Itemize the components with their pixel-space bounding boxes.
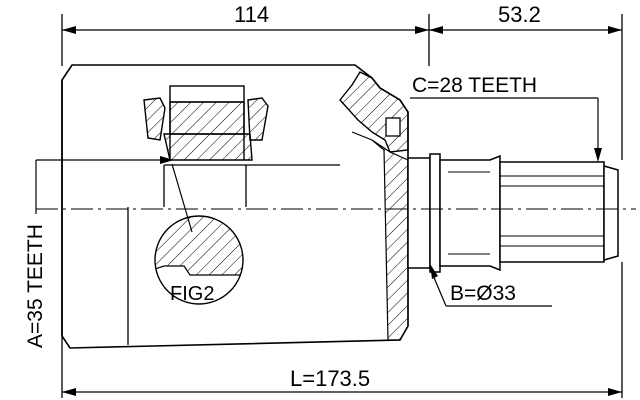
stub-shaft	[407, 153, 619, 273]
outer-teeth-label: C=28 TEETH	[412, 74, 537, 97]
fig2-detail	[154, 215, 244, 305]
dimension-total-length	[61, 262, 623, 398]
housing-bore	[127, 164, 340, 345]
housing-wall-section-lower	[351, 131, 409, 341]
neck-step	[385, 117, 401, 137]
fig2-label: FIG2	[170, 283, 214, 305]
dimension-stub-length	[429, 14, 623, 160]
inner-teeth-label: A=35 TEETH	[24, 224, 47, 348]
housing-length-label: 114	[234, 2, 269, 27]
seal-diameter-leader	[429, 264, 552, 307]
total-length-label: L=173.5	[290, 366, 370, 391]
outer-teeth-leader	[410, 97, 602, 162]
stub-length-label: 53.2	[498, 2, 541, 27]
housing-wall-section	[339, 71, 409, 153]
inner-teeth-leader	[35, 156, 174, 214]
fig2-leader	[171, 163, 193, 233]
dimension-housing-length	[61, 14, 430, 66]
stub-spline-lines	[448, 171, 604, 255]
spline-ring-section	[143, 85, 269, 161]
seal-diameter-label: B=Ø33	[450, 282, 516, 305]
